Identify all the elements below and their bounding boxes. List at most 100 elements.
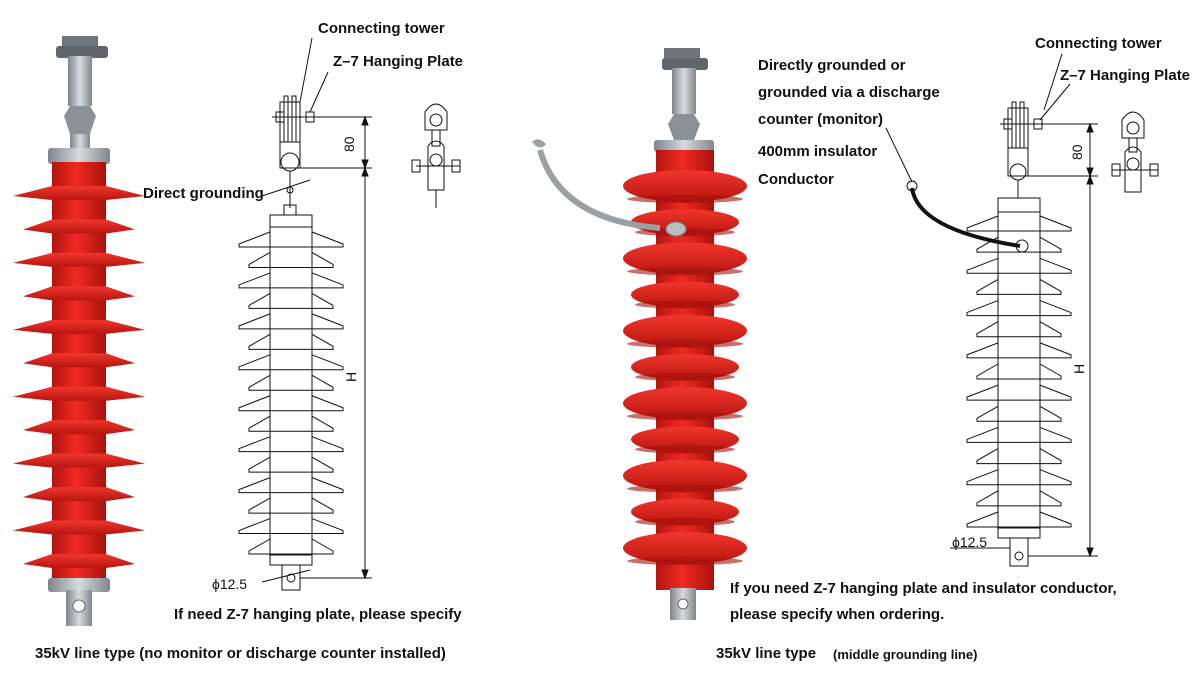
left-line-shed [238,436,344,453]
right-cable-clamp [665,221,687,237]
right-caption-main: 35kV line type [716,645,817,662]
left-red-shed [13,453,145,468]
left-red-shed [23,420,135,435]
left-red-shed [13,319,145,334]
right-red-shed-shadow [627,484,743,493]
right-line-sheds [966,210,1072,528]
right-line-shed [976,278,1062,295]
right-red-shed [623,242,747,275]
left-dim-h: H [343,371,359,382]
left-line-drawing [238,37,461,591]
right-red-shed [631,426,739,453]
left-red-shed [13,186,145,200]
left-dim-80: 80 [341,136,357,152]
left-top-bolt [62,36,98,46]
left-line-shed [248,538,334,555]
left-bottom-hole [72,599,86,613]
right-caption-sub: (middle grounding line) [833,647,978,662]
left-line-shed [238,518,344,535]
left-line-shed [248,292,334,309]
right-top-nut [662,58,708,70]
right-label-grounded-2: grounded via a discharge [758,84,940,101]
left-red-shed [23,353,135,368]
right-red-shed [623,170,747,202]
left-red-shed [23,286,135,301]
left-red-shed [13,386,145,401]
left-top-hex [64,106,96,134]
right-red-insulator [532,48,747,620]
right-red-shed-shadow [635,517,735,526]
right-dim-80: 80 [1069,144,1085,160]
right-label-conductor: Conductor [758,171,834,188]
right-red-shed [631,281,739,308]
left-bottom-flange [48,578,110,592]
right-top-hex [668,114,700,140]
right-plate-side-view [1111,111,1159,193]
left-sheds [13,186,145,568]
right-line-shed [976,363,1062,380]
right-line-shed [966,511,1072,528]
left-note: If need Z-7 hanging plate, please specif… [174,606,462,623]
right-cable-lug [532,139,546,148]
right-note-1: If you need Z-7 hanging plate and insula… [730,580,1117,597]
right-line-shed [966,426,1072,443]
right-red-shed-shadow [635,373,735,381]
left-line-shed [238,354,344,371]
left-plate-side-view [411,103,461,208]
left-red-shed [13,520,145,535]
left-line-shed [248,333,334,350]
right-dim-diameter: ϕ12.5 [952,534,988,550]
left-line-shed [238,395,344,412]
left-line-shed [248,456,334,473]
right-red-shed [623,314,747,347]
right-sheds [623,170,747,565]
left-top-clevis [68,56,92,106]
left-line-shed [248,415,334,432]
right-top-flange [654,140,714,152]
right-label-connecting-tower: Connecting tower [1035,35,1162,52]
left-line-shed [248,374,334,391]
right-dim-h: H [1071,363,1087,374]
right-top-clevis [672,68,696,114]
right-note-2: please specify when ordering. [730,606,945,623]
right-red-shed-shadow [635,445,735,454]
right-label-grounded-1: Directly grounded or [758,57,906,74]
right-line-shed [976,448,1062,465]
right-red-shed [623,459,747,492]
right-line-shed [966,384,1072,401]
right-label-hanging-plate: Z–7 Hanging Plate [1060,67,1191,84]
right-red-shed-shadow [627,195,743,203]
right-line-shed [966,342,1072,359]
right-line-shed [966,215,1072,232]
left-caption: 35kV line type (no monitor or discharge … [35,645,446,662]
left-top-nut [56,46,108,58]
left-label-connecting-tower: Connecting tower [318,20,445,37]
right-red-shed-shadow [627,339,743,348]
right-label-grounded-3: counter (monitor) [758,111,883,128]
left-dim-diameter: ϕ12.5 [212,576,248,592]
right-line-shed [966,300,1072,317]
right-red-shed-shadow [627,557,743,565]
left-line-shed [238,231,344,248]
right-line-shed [976,490,1062,507]
right-red-shed-shadow [635,300,735,309]
right-red-shed [623,532,747,564]
right-line-shed [976,405,1062,422]
right-red-shed [631,498,739,525]
right-line-shed [966,469,1072,486]
left-line-shed [238,313,344,330]
left-red-shed [13,252,145,267]
left-line-shed [238,477,344,494]
left-top-flange [48,148,110,164]
left-red-shed [23,219,135,234]
left-line-shed [238,272,344,289]
left-red-insulator [13,36,145,626]
left-label-hanging-plate: Z–7 Hanging Plate [333,53,464,70]
left-line-shed [248,497,334,514]
right-grounding-cable [537,149,661,231]
left-line-shed [248,252,334,268]
left-line-sheds [238,226,344,555]
right-red-shed-shadow [627,412,743,421]
